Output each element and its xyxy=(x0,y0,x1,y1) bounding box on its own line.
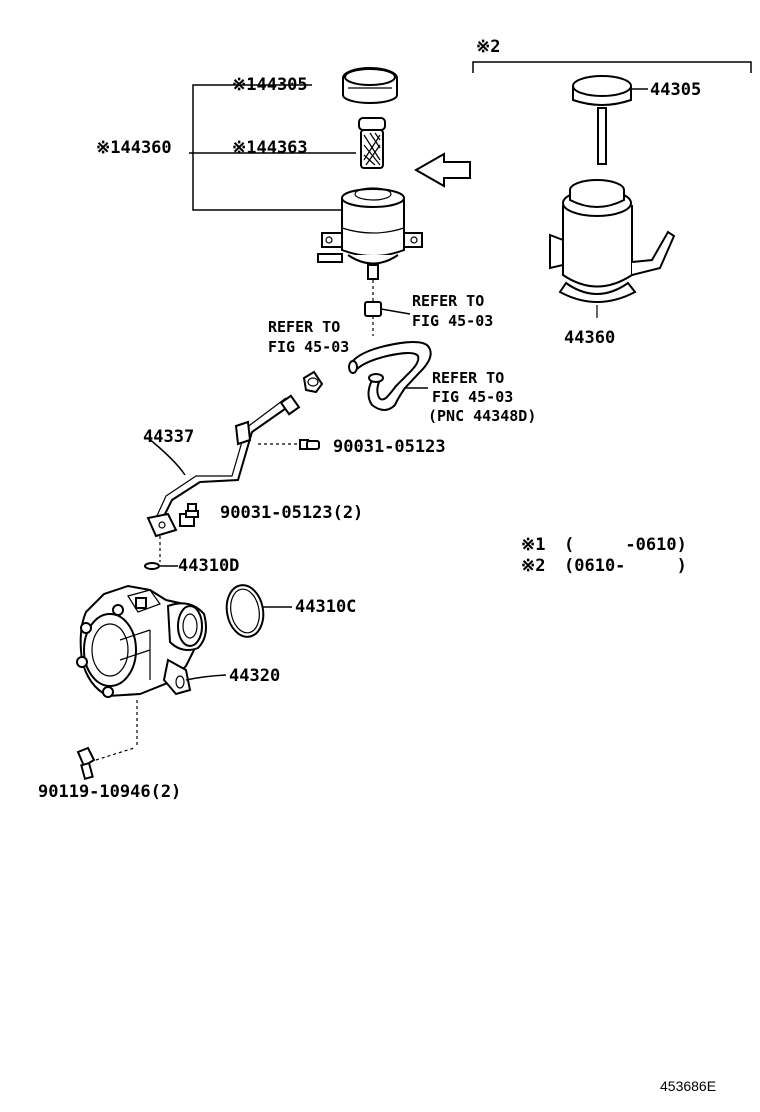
return-hose xyxy=(348,341,432,411)
callout-tube: 44337 xyxy=(143,427,194,447)
callout-oring-large: 44310C xyxy=(295,597,356,617)
variant2-header: ※2 xyxy=(476,37,500,57)
svg-text:REFER TO: REFER TO xyxy=(432,369,504,387)
pump-bolt xyxy=(76,700,138,781)
applicability-notes: ※1 ( -0610) ※2 (0610- ) xyxy=(521,535,687,576)
reservoir-cap-v1 xyxy=(342,67,398,104)
callout-tank-v2: 44360 xyxy=(564,328,615,348)
callout-bolt-tube-flange: 90031-05123(2) xyxy=(220,503,363,523)
callout-pump: 44320 xyxy=(229,666,280,686)
callout-cap-v2: 44305 xyxy=(650,80,701,100)
bolt-tube-flange xyxy=(185,503,199,518)
svg-text:FIG 45-03: FIG 45-03 xyxy=(432,388,513,406)
variant2-bracket: ※2 xyxy=(472,37,752,73)
reservoir-v1-group: ※144305 ※144360 ※144363 xyxy=(96,67,423,280)
figure-code: 453686E xyxy=(660,1078,716,1094)
callout-pump-bolt: 90119-10946(2) xyxy=(38,782,181,802)
oring-large xyxy=(225,584,292,638)
reference-fig-1: REFER TO FIG 45-03 xyxy=(412,292,493,330)
left-arrow-icon xyxy=(413,152,471,188)
hose-clamp xyxy=(302,370,324,394)
svg-text:(PNC 44348D): (PNC 44348D) xyxy=(428,407,536,425)
pressure-tube xyxy=(146,394,301,538)
reference-fig-2: REFER TO FIG 45-03 xyxy=(268,318,349,356)
bolt-hose-clamp xyxy=(258,439,320,450)
note-2-mark: ※2 xyxy=(521,556,545,576)
reservoir-tank-v2 xyxy=(549,179,676,318)
oring-small xyxy=(144,536,178,570)
reservoir-v2-group: 44305 44360 xyxy=(549,75,701,348)
callout-tank-assy-v1: ※144360 xyxy=(96,138,172,158)
note-2-range: (0610- ) xyxy=(564,556,687,576)
callout-oring-small: 44310D xyxy=(178,556,239,576)
reference-fig-3: REFER TO FIG 45-03 (PNC 44348D) xyxy=(428,369,536,425)
svg-text:REFER TO: REFER TO xyxy=(268,318,340,336)
note-1-mark: ※1 xyxy=(521,535,545,555)
strainer-v1 xyxy=(358,117,386,169)
svg-text:FIG 45-03: FIG 45-03 xyxy=(268,338,349,356)
reservoir-cap-v2 xyxy=(572,75,632,165)
reservoir-tank-v1 xyxy=(317,187,423,280)
hose-clip xyxy=(364,280,411,336)
svg-text:REFER TO: REFER TO xyxy=(412,292,484,310)
callout-strainer-v1: ※144363 xyxy=(232,138,308,158)
svg-text:FIG 45-03: FIG 45-03 xyxy=(412,312,493,330)
callout-cap-v1: ※144305 xyxy=(232,75,308,95)
power-steering-pump xyxy=(76,584,207,698)
note-1-range: ( -0610) xyxy=(564,535,687,555)
callout-bolt-hose-clamp: 90031-05123 xyxy=(333,437,446,457)
